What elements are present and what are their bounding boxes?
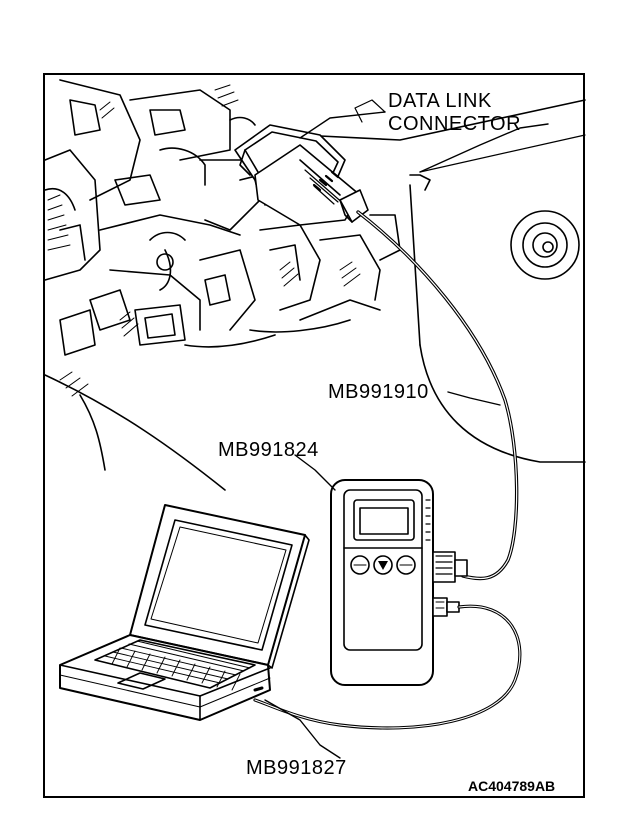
- laptop-computer: [59, 504, 310, 721]
- down-arrow-button: [373, 555, 393, 575]
- data-link-connector-label-line1: DATA LINK: [388, 90, 492, 112]
- leader-lines: [264, 99, 549, 759]
- cable-mb991910-label: MB991910: [328, 381, 429, 403]
- menu-button: [396, 555, 416, 575]
- esc-button: [350, 555, 370, 575]
- cable-mb991827-label: MB991827: [246, 757, 347, 779]
- dashboard-structure: [44, 79, 586, 491]
- figure-code: AC404789AB: [468, 778, 556, 794]
- scan-tool-device: [330, 479, 468, 686]
- data-link-connector: [234, 124, 369, 226]
- data-link-connector-label-line2: CONNECTOR: [388, 113, 522, 135]
- scan-tool-mb991824-label: MB991824: [218, 439, 319, 461]
